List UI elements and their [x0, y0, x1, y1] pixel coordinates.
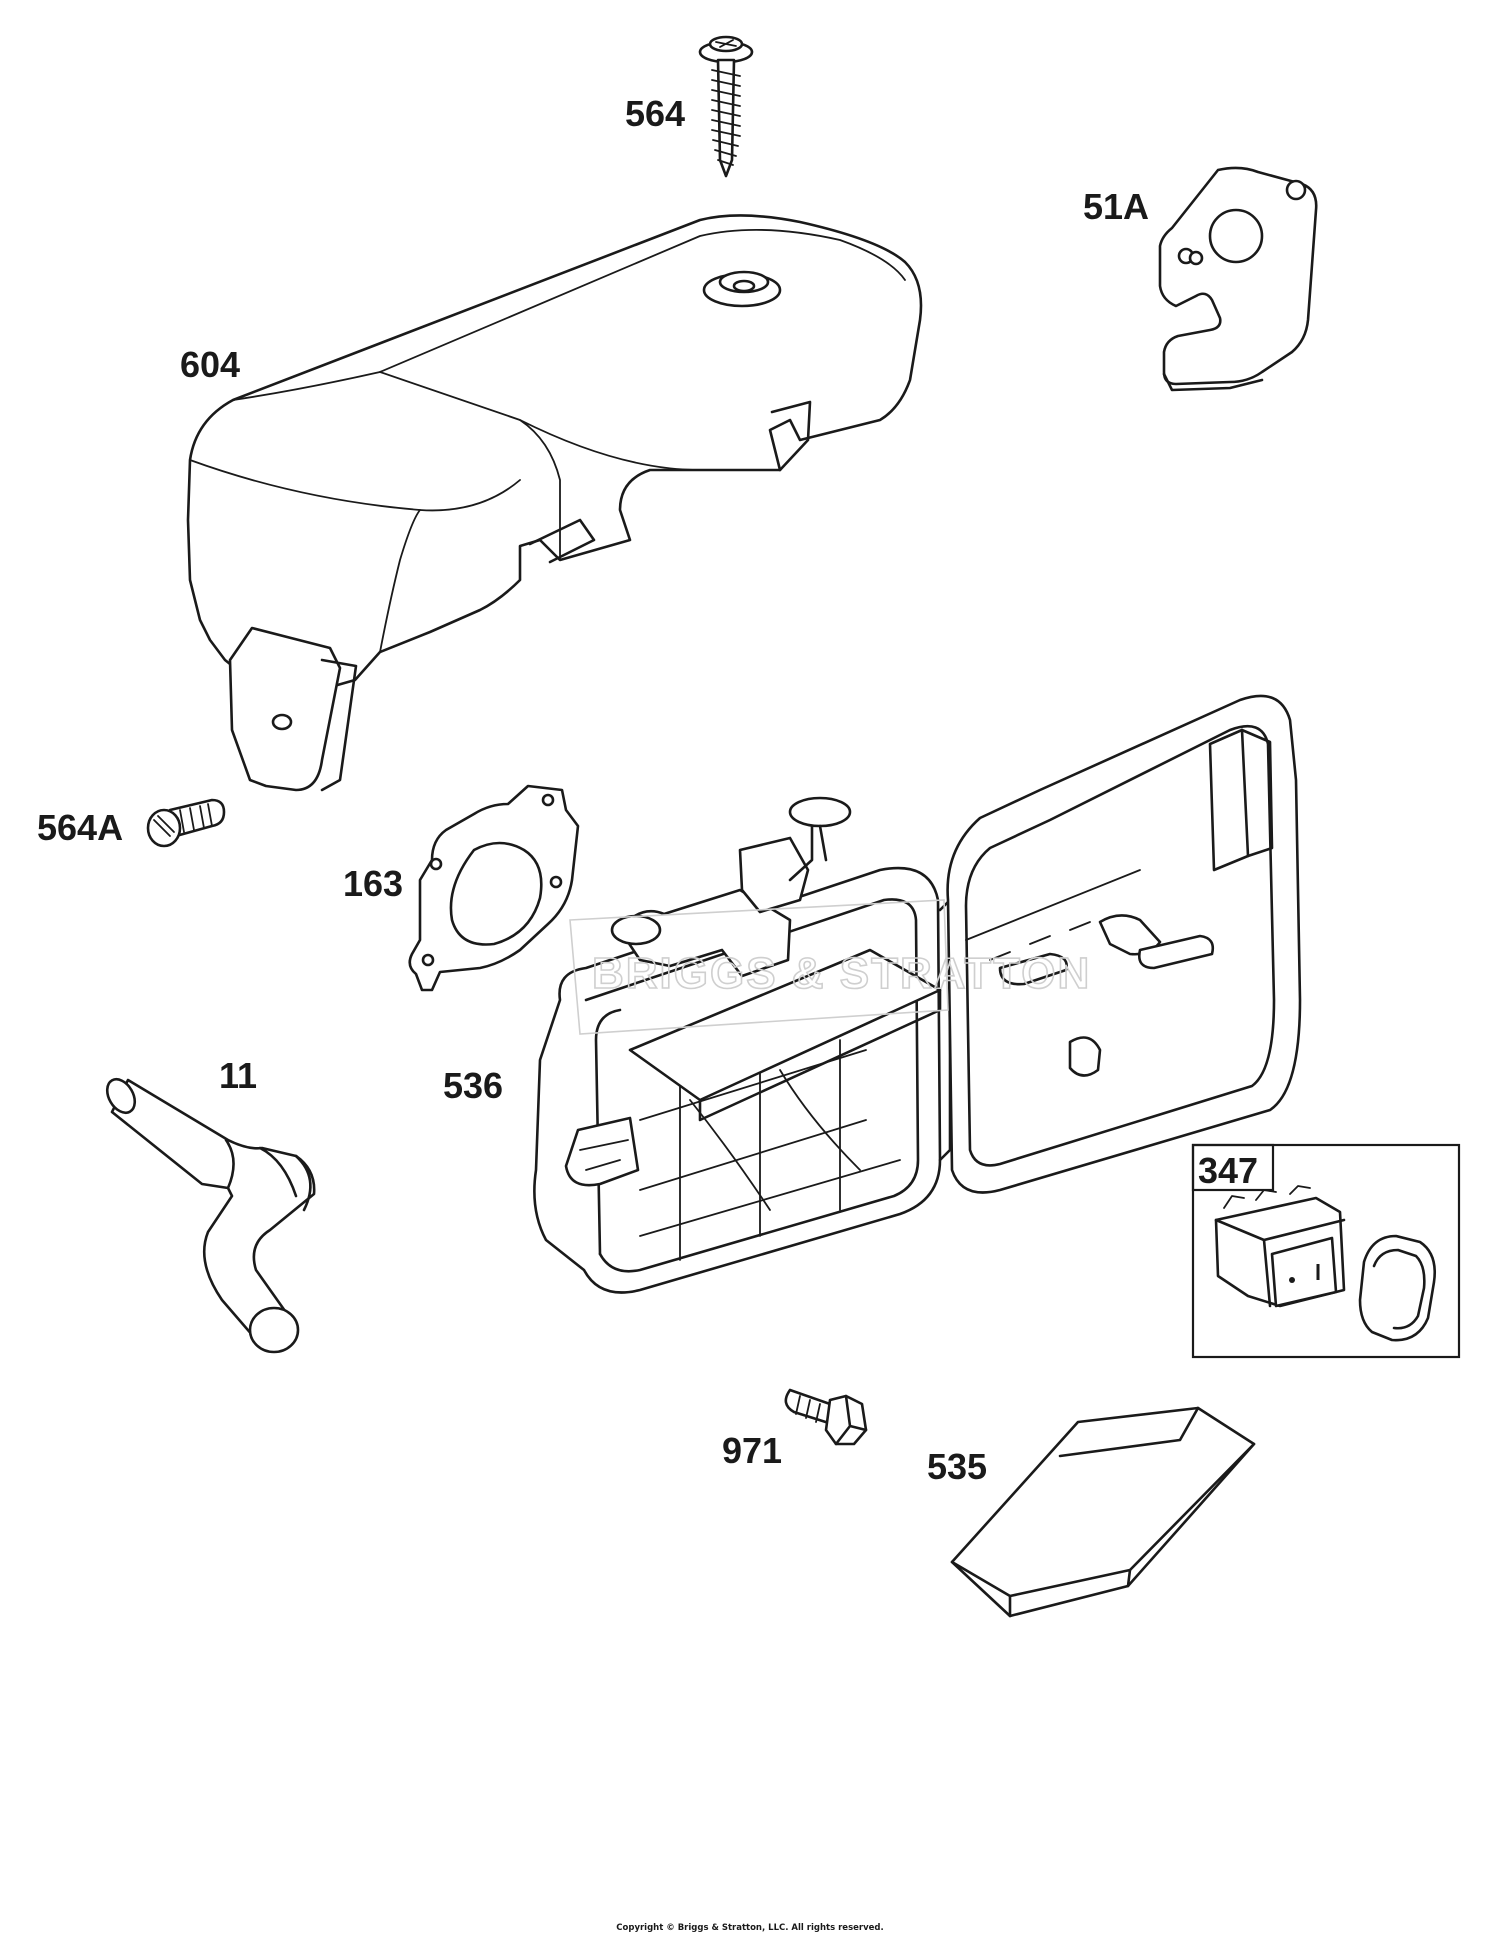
label-11: 11 — [219, 1055, 257, 1096]
label-564A: 564A — [37, 807, 123, 848]
bolt-971-drawing[interactable] — [784, 1388, 868, 1446]
bracket-51A-drawing[interactable] — [1158, 166, 1318, 392]
label-51A: 51A — [1083, 186, 1149, 227]
filter-535-drawing[interactable] — [950, 1406, 1256, 1618]
label-564: 564 — [625, 93, 685, 134]
label-604: 604 — [180, 344, 240, 385]
label-536: 536 — [443, 1065, 503, 1106]
switch-label-box — [1191, 1143, 1275, 1192]
label-971: 971 — [722, 1430, 782, 1471]
label-163: 163 — [343, 863, 403, 904]
screw-564-drawing[interactable] — [698, 35, 754, 178]
switch-347-group[interactable] — [1191, 1143, 1461, 1359]
watermark-text: BRIGGS & STRATTON — [592, 949, 1091, 998]
label-347: 347 — [1198, 1150, 1258, 1191]
label-535: 535 — [927, 1446, 987, 1487]
cover-604-drawing[interactable] — [186, 214, 923, 792]
tube-11-drawing[interactable] — [102, 1074, 316, 1354]
switch-off-mark — [1289, 1277, 1295, 1283]
switch-box — [1191, 1143, 1461, 1359]
bolt-564A-drawing[interactable] — [146, 798, 226, 848]
copyright-notice: Copyright © Briggs & Stratton, LLC. All … — [616, 1923, 883, 1933]
air-cleaner-536-drawing[interactable]: BRIGGS & STRATTON — [533, 694, 1302, 1294]
gasket-163-drawing[interactable] — [408, 784, 580, 992]
